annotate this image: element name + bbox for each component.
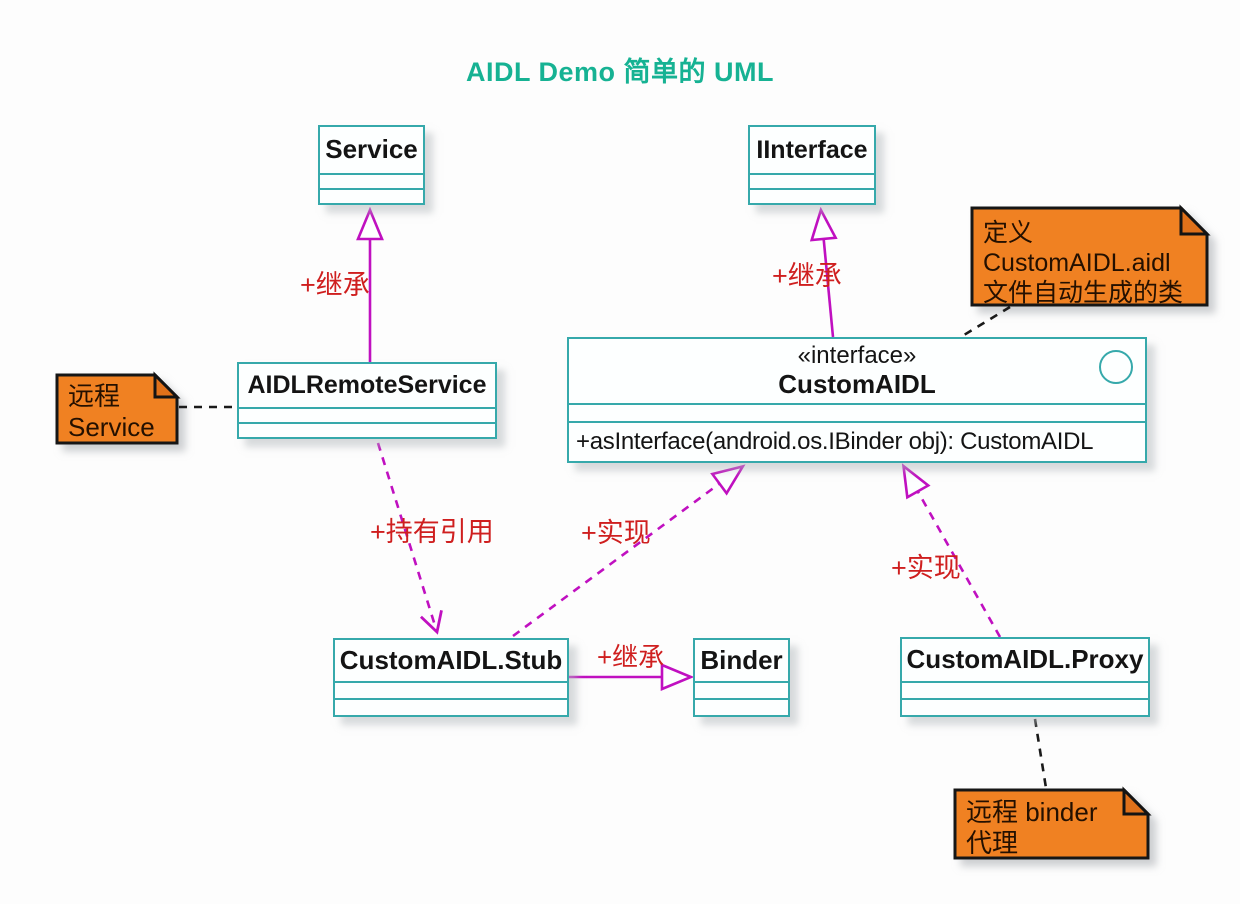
note-line: 文件自动生成的类 — [983, 279, 1184, 307]
note-define-text: 定义 CustomAIDL.aidl 文件自动生成的类 — [983, 218, 1183, 308]
attributes-compartment — [239, 407, 495, 422]
class-name: CustomAIDL.Proxy — [906, 644, 1144, 675]
stereotype-label: «interface» — [797, 342, 917, 370]
interface-lollipop-icon — [1099, 350, 1133, 384]
note-fold-corner — [1122, 786, 1152, 816]
edge-label-implements-proxy: +实现 — [891, 553, 961, 583]
edge-proxy-implements-customaidl — [904, 467, 1002, 638]
class-aidl-remote-service: AIDLRemoteService — [237, 362, 497, 439]
note-remote-service-text: 远程 Service — [68, 381, 155, 443]
edge-label-inherit-binder: +继承 — [597, 642, 665, 672]
attributes-compartment — [320, 173, 423, 188]
edge-remoteservice-holds-stub — [376, 442, 443, 635]
note-line: Service — [68, 412, 155, 442]
edge-label-holds-reference: +持有引用 — [370, 517, 494, 547]
class-name: CustomAIDL.Stub — [339, 644, 563, 675]
method-signature: +asInterface(android.os.IBinder obj): Cu… — [576, 428, 1094, 456]
note-line: 代理 — [966, 828, 1019, 858]
note-line: 远程 — [68, 381, 121, 411]
note-line: 定义 — [983, 219, 1034, 247]
attributes-compartment — [569, 403, 1145, 421]
interface-custom-aidl: «interface» CustomAIDL +asInterface(andr… — [567, 337, 1147, 463]
class-name: Binder — [700, 644, 783, 675]
class-header: «interface» CustomAIDL — [569, 339, 1145, 403]
connector-remote-binder-note — [1033, 718, 1048, 789]
methods-compartment — [335, 698, 567, 715]
methods-compartment — [239, 422, 495, 437]
note-remote-binder-proxy — [953, 786, 1152, 860]
methods-compartment — [750, 188, 874, 203]
class-service: Service — [318, 125, 425, 205]
note-remote-service — [55, 371, 181, 445]
edge-label-implements-stub: +实现 — [581, 518, 651, 548]
class-custom-aidl-stub: CustomAIDL.Stub — [333, 638, 569, 717]
edge-stub-implements-customaidl — [512, 467, 742, 638]
edge-customaidl-inherits-iinterface — [821, 211, 833, 338]
attributes-compartment — [335, 681, 567, 698]
methods-compartment — [902, 698, 1148, 715]
class-name: AIDLRemoteService — [247, 371, 487, 400]
note-remote-binder-text: 远程 binder 代理 — [966, 797, 1098, 859]
class-name: CustomAIDL — [778, 368, 936, 399]
connector-define-note — [963, 305, 1011, 337]
class-binder: Binder — [693, 638, 790, 717]
diagram-title: AIDL Demo 简单的 UML — [465, 57, 774, 87]
note-define-customaidl — [970, 204, 1211, 307]
class-name: IInterface — [756, 135, 868, 164]
attributes-compartment — [750, 173, 874, 188]
attributes-compartment — [902, 681, 1148, 698]
edge-label-inherit-iinterface: +继承 — [772, 261, 842, 291]
methods-compartment — [695, 698, 788, 715]
class-iinterface: IInterface — [748, 125, 876, 205]
methods-compartment — [320, 188, 423, 203]
note-line: 远程 binder — [966, 797, 1098, 827]
note-fold-corner — [1179, 204, 1211, 236]
note-line: CustomAIDL.aidl — [983, 249, 1171, 277]
attributes-compartment — [695, 681, 788, 698]
note-fold-corner — [153, 371, 181, 399]
class-custom-aidl-proxy: CustomAIDL.Proxy — [900, 637, 1150, 717]
methods-compartment: +asInterface(android.os.IBinder obj): Cu… — [569, 421, 1145, 461]
class-name: Service — [325, 134, 418, 165]
edge-label-inherit-service: +继承 — [300, 270, 370, 300]
